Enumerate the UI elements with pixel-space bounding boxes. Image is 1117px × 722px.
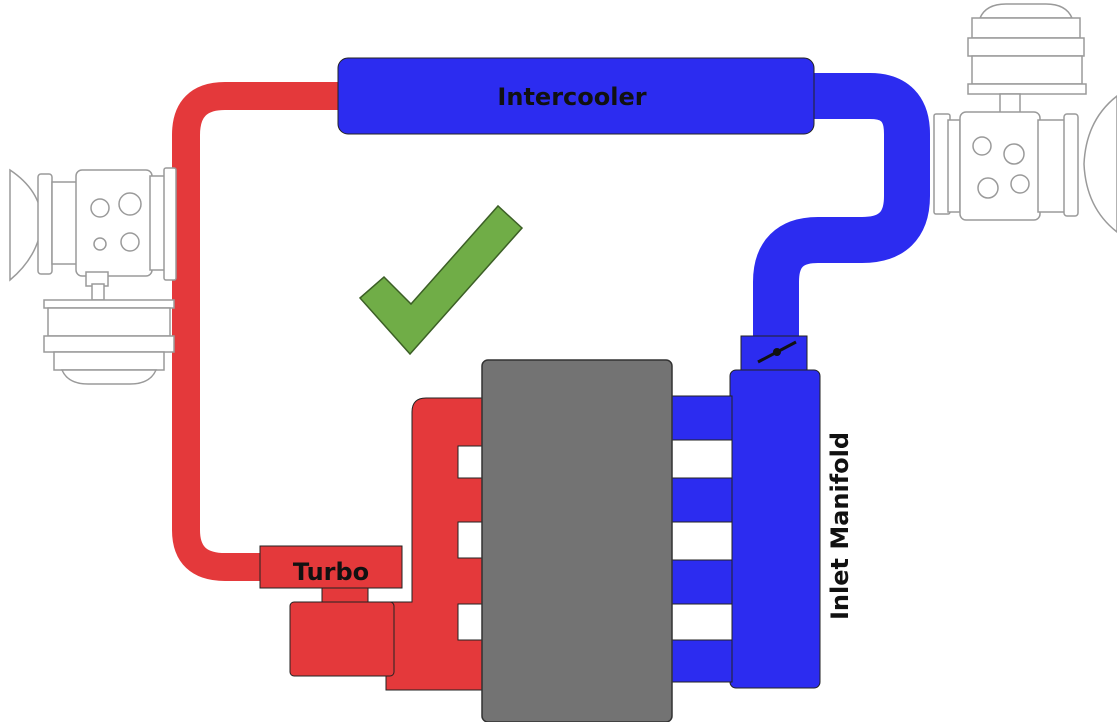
- hot-side-piping: [172, 82, 489, 691]
- turbo-housing: [259, 545, 403, 589]
- turbo-to-intercooler-pipe: [172, 82, 340, 581]
- inlet-runner-gap: [669, 439, 733, 479]
- turbo-label: Turbo: [293, 558, 369, 586]
- intercooler: [337, 57, 815, 135]
- throttle-pivot: [773, 348, 781, 356]
- intercooler-to-throttle-pipe: [753, 73, 930, 340]
- inlet-runner-gap: [669, 603, 733, 641]
- inlet-manifold-plenum: [729, 369, 821, 689]
- blow-off-valve-icon: [9, 167, 177, 385]
- cold-side-piping: [669, 73, 930, 689]
- intercooler-label: Intercooler: [497, 83, 646, 111]
- checkmark-icon: [358, 204, 524, 356]
- inlet-manifold-label: Inlet Manifold: [826, 432, 854, 620]
- turbine-housing: [289, 601, 395, 677]
- inlet-runner-gap: [669, 521, 733, 561]
- engine-block: [481, 359, 673, 722]
- blow-off-valve-icon: [933, 3, 1117, 233]
